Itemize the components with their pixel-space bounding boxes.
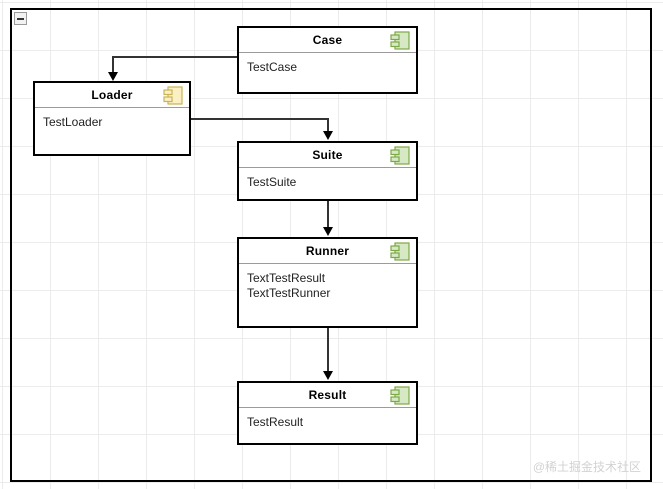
node-result-item: TestResult xyxy=(247,415,304,429)
node-suite[interactable]: Suite TestSuite xyxy=(237,141,418,201)
node-case-header: Case xyxy=(239,28,416,53)
component-icon xyxy=(390,31,410,50)
connector-runner-to-result-line xyxy=(327,328,329,373)
node-runner-title: Runner xyxy=(305,244,350,258)
node-loader-body: TestLoader xyxy=(35,108,189,130)
node-suite-title: Suite xyxy=(312,148,343,162)
node-suite-item: TestSuite xyxy=(247,175,297,189)
node-result-header: Result xyxy=(239,383,416,408)
component-icon xyxy=(163,86,183,105)
connector-case-to-loader-arrow xyxy=(108,72,118,81)
node-runner-body: TextTestResult TextTestRunner xyxy=(239,264,416,301)
watermark-text: @稀土掘金技术社区 xyxy=(532,460,641,474)
node-result[interactable]: Result TestResult xyxy=(237,381,418,445)
connector-suite-to-runner-line xyxy=(327,201,329,229)
node-runner[interactable]: Runner TextTestResult TextTestRunner xyxy=(237,237,418,328)
component-icon xyxy=(390,146,410,165)
node-runner-header: Runner xyxy=(239,239,416,264)
connector-case-to-loader-horizontal xyxy=(112,56,238,58)
node-result-body: TestResult xyxy=(239,408,416,430)
node-runner-item: TextTestRunner xyxy=(247,286,331,300)
node-loader[interactable]: Loader TestLoader xyxy=(33,81,191,156)
connector-loader-to-suite-vertical xyxy=(327,118,329,133)
node-case-body: TestCase xyxy=(239,53,416,75)
node-runner-item: TextTestResult xyxy=(247,271,326,285)
minus-icon xyxy=(17,18,24,20)
connector-case-to-loader-vertical xyxy=(112,56,114,73)
node-loader-item: TestLoader xyxy=(43,115,103,129)
collapse-button[interactable] xyxy=(14,12,27,25)
node-loader-title: Loader xyxy=(91,88,133,102)
node-case-item: TestCase xyxy=(247,60,298,74)
component-icon xyxy=(390,242,410,261)
component-icon xyxy=(390,386,410,405)
connector-loader-to-suite-arrow xyxy=(323,131,333,140)
connector-loader-to-suite-horizontal xyxy=(191,118,329,120)
node-suite-body: TestSuite xyxy=(239,168,416,190)
node-loader-header: Loader xyxy=(35,83,189,108)
connector-suite-to-runner-arrow xyxy=(323,227,333,236)
node-case[interactable]: Case TestCase xyxy=(237,26,418,94)
connector-runner-to-result-arrow xyxy=(323,371,333,380)
node-result-title: Result xyxy=(308,388,347,402)
node-suite-header: Suite xyxy=(239,143,416,168)
node-case-title: Case xyxy=(312,33,343,47)
